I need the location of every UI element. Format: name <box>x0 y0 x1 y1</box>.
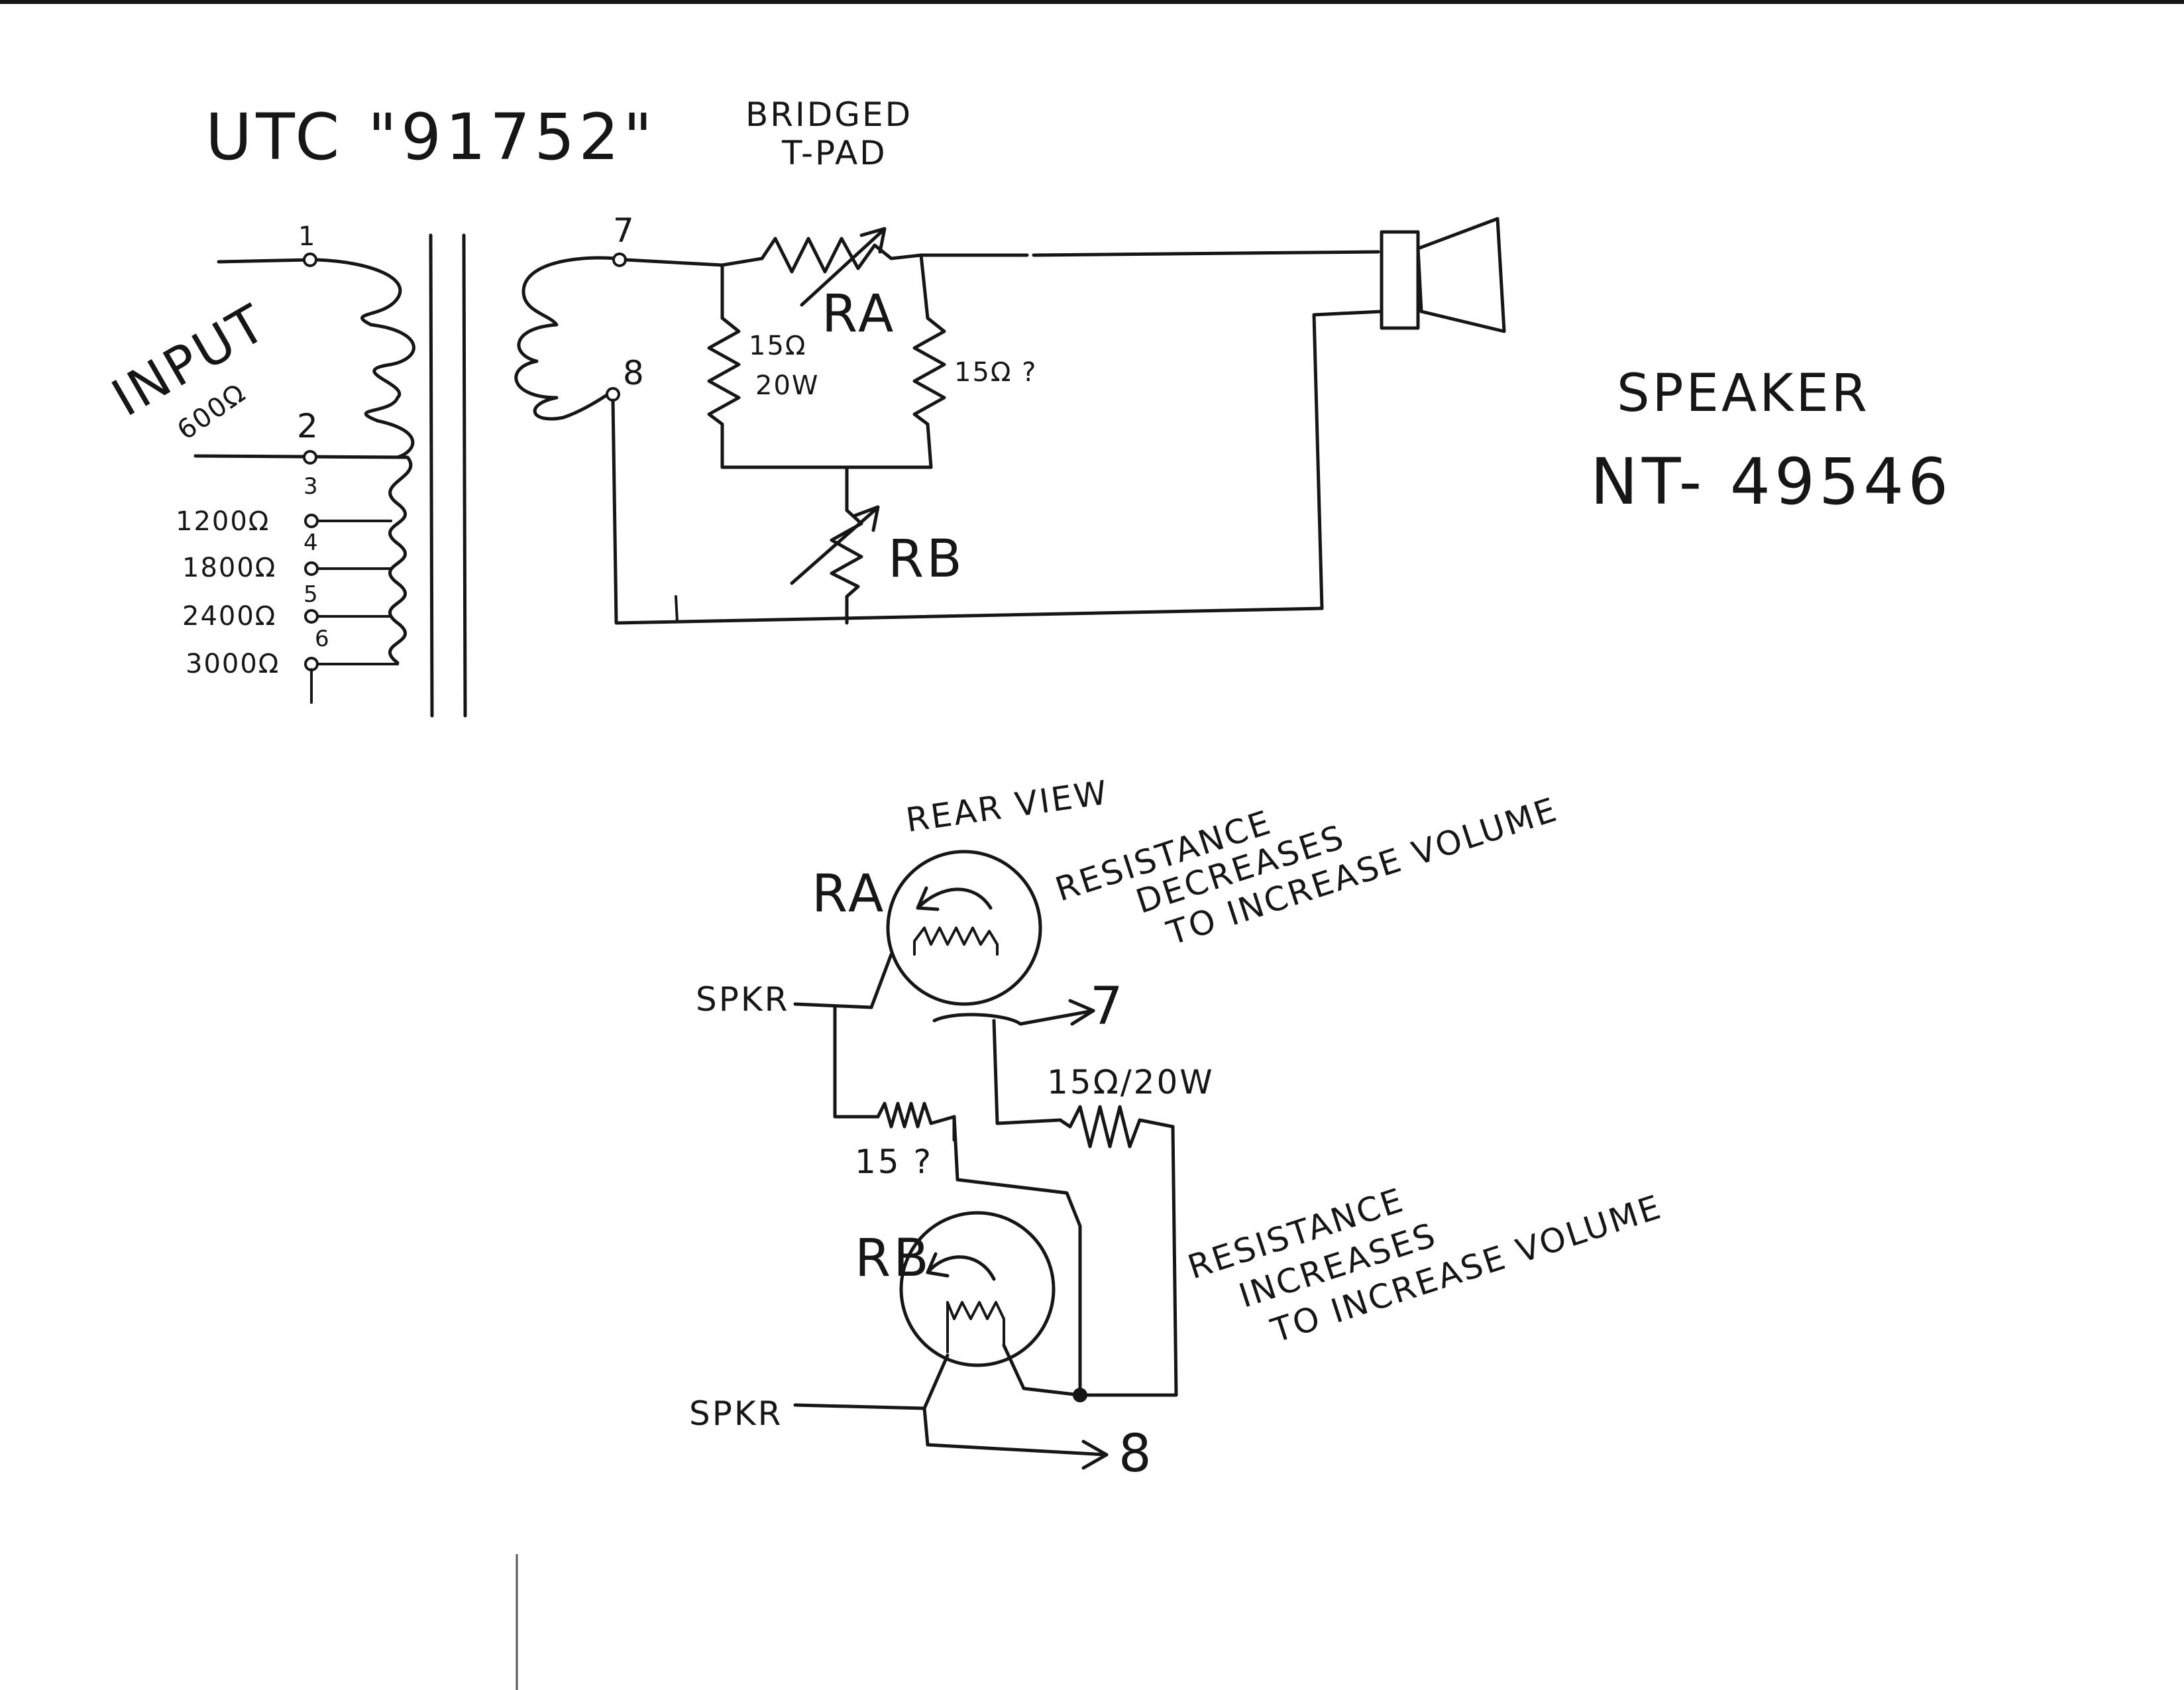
secondary-winding <box>514 256 618 421</box>
transformer-label: UTC "91752" <box>205 100 657 174</box>
pot-ra-rotation-icon <box>916 886 993 911</box>
terminal-5 <box>304 609 319 624</box>
pot-ra-element <box>913 927 999 956</box>
resistor-15-20w-label: 15Ω/20W <box>1047 1063 1215 1101</box>
terminal-2 <box>303 450 317 465</box>
tap-impedance-1800: 1800Ω <box>182 553 276 583</box>
terminal-1 <box>303 253 317 267</box>
wire-network-right <box>1078 1125 1178 1397</box>
tap-label-8: 8 <box>623 354 646 392</box>
pad-title-line2: T-PAD <box>781 134 887 172</box>
wire-spkr-to-rb <box>793 1353 950 1410</box>
wire-8-to-return <box>611 398 1324 625</box>
pot-ra-label: RA <box>812 864 886 924</box>
pot-ra-body <box>886 850 1042 1006</box>
resistor-15-q-label: 15 ? <box>855 1143 933 1181</box>
pot-wiring-diagram: REAR VIEW RA SPKR 7 15 ? 15Ω/20W RB SPKR <box>689 773 1667 1484</box>
transformer-schematic: UTC "91752" INPUT 600Ω 1 2 3 4 5 6 1200Ω… <box>103 95 1952 718</box>
wire-ra-right-down <box>992 1019 1062 1125</box>
rb-volume-note: RESISTANCE INCREASES TO INCREASE VOLUME <box>1183 1180 1667 1350</box>
terminal-3 <box>304 514 319 528</box>
speaker-cone <box>1416 217 1506 333</box>
wire-spkr-to-ra <box>793 952 893 1009</box>
spkr-label-ra: SPKR <box>696 980 789 1019</box>
rb-label: RB <box>888 530 965 589</box>
wire-ra-left-down <box>833 1005 880 1119</box>
terminal-4 <box>304 561 319 576</box>
ra-volume-note: RESISTANCE DECREASES TO INCREASE VOLUME <box>1051 790 1562 953</box>
resistor-right-value: 15Ω ? <box>954 357 1037 388</box>
ra-label: RA <box>822 284 896 344</box>
wire-rb-wiper <box>1002 1343 1082 1397</box>
pad-title-line1: BRIDGED <box>745 95 912 134</box>
wire-rb-to-8 <box>922 1406 1109 1457</box>
transformer-core-right <box>462 233 467 718</box>
input-lead-2 <box>193 454 410 459</box>
wire-center-to-rb <box>952 1115 1082 1397</box>
terminal-8 <box>606 387 620 402</box>
wire-right-leg <box>919 253 930 320</box>
arrow-to-8 <box>1081 1439 1109 1470</box>
resistor-left-power: 20W <box>755 370 819 401</box>
tap-impedance-2400: 2400Ω <box>182 601 276 632</box>
primary-winding-lower <box>388 455 413 665</box>
speaker-magnet <box>1380 230 1420 330</box>
wire-7-to-pad <box>624 256 764 267</box>
input-lead-1 <box>217 258 313 264</box>
pot-rb-label: RB <box>855 1229 932 1288</box>
tap-label-2: 2 <box>297 407 320 445</box>
tap-impedance-3000: 3000Ω <box>186 649 280 679</box>
resistor-15-q-wiring <box>876 1101 956 1129</box>
tap-label-4: 4 <box>303 530 319 556</box>
terminal-7 <box>612 253 627 267</box>
tap-label-6: 6 <box>315 626 330 652</box>
tap-label-5: 5 <box>303 581 319 608</box>
transformer-core-left <box>429 233 434 718</box>
tap-impedance-1200: 1200Ω <box>176 506 270 537</box>
terminal-8-label: 8 <box>1119 1424 1154 1484</box>
resistor-left-value: 15Ω <box>749 331 806 361</box>
terminal-7-label: 7 <box>1090 977 1126 1037</box>
pot-rb-body <box>899 1211 1056 1367</box>
pot-rb-rotation-icon <box>926 1252 996 1281</box>
resistor-ra-arrow <box>800 227 887 307</box>
wire-ra-to-7 <box>932 1009 1095 1026</box>
resistor-15-q <box>912 316 946 469</box>
tap-label-7: 7 <box>613 211 636 250</box>
speaker-label: SPEAKER <box>1617 364 1870 423</box>
resistor-15-20w <box>707 316 741 469</box>
wire-speaker-return <box>1312 310 1384 610</box>
arrow-to-7 <box>1068 999 1095 1026</box>
pot-rb-element <box>946 1301 1005 1353</box>
wire-pad-to-speaker <box>919 250 1380 257</box>
tap-label-3: 3 <box>303 473 319 500</box>
resistor-15-20w-wiring <box>1058 1105 1175 1149</box>
speaker-model: NT- 49546 <box>1590 445 1952 519</box>
spkr-label-rb: SPKR <box>689 1394 783 1433</box>
resistor-ra <box>760 237 923 274</box>
resistor-rb-arrow <box>790 505 880 585</box>
primary-winding-upper <box>315 258 415 459</box>
rear-view-label: REAR VIEW <box>904 773 1111 840</box>
tap-label-1: 1 <box>298 221 316 252</box>
